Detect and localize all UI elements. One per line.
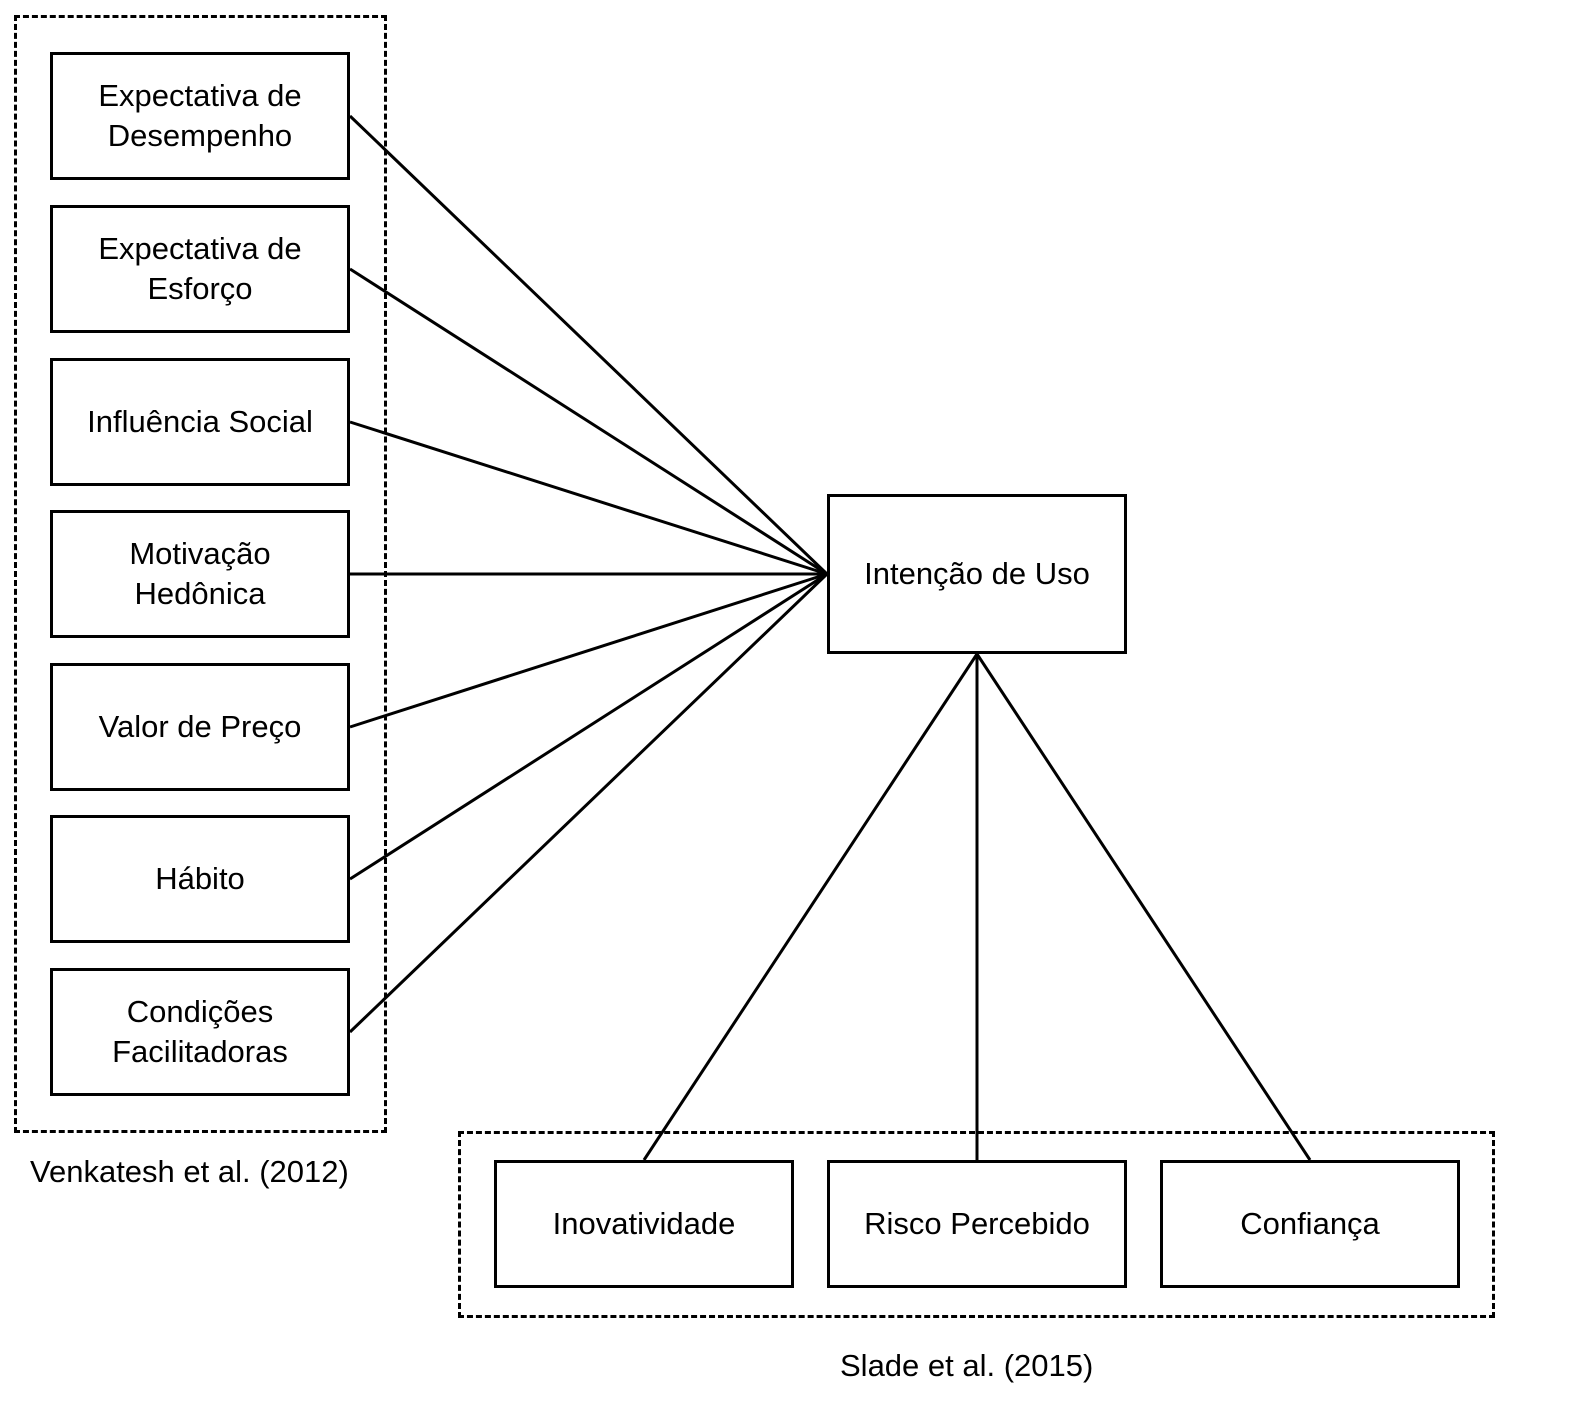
construct-label-line: Facilitadoras xyxy=(112,1034,288,1069)
construct-label-line: Condições xyxy=(126,994,274,1029)
construct-label-line: Inovatividade xyxy=(552,1206,736,1241)
construct-label-line: Confiança xyxy=(1240,1206,1380,1241)
construct-expectativa-esforco: Expectativa de Esforço xyxy=(50,205,350,333)
link-valor-preco-to-intencao-uso xyxy=(349,572,828,729)
construct-label-line: Influência Social xyxy=(87,404,313,439)
construct-label-line: Esforço xyxy=(147,271,253,306)
link-confianca-to-intencao-uso xyxy=(975,653,1312,1161)
construct-confianca: Confiança xyxy=(1160,1160,1460,1288)
construct-label-line: Expectativa de xyxy=(98,231,302,266)
construct-habito: Hábito xyxy=(50,815,350,943)
construct-label-line: Hábito xyxy=(155,861,245,896)
construct-influencia-social: Influência Social xyxy=(50,358,350,486)
construct-label-line: Expectativa de xyxy=(98,78,302,113)
link-habito-to-intencao-uso xyxy=(349,572,828,881)
link-expectativa-esforco-to-intencao-uso xyxy=(349,267,828,576)
venkatesh-caption: Venkatesh et al. (2012) xyxy=(30,1154,349,1189)
link-inovatividade-to-intencao-uso xyxy=(642,653,979,1161)
slade-caption: Slade et al. (2015) xyxy=(840,1348,1094,1383)
construct-label-line: Motivação xyxy=(129,536,271,571)
link-influencia-social-to-intencao-uso xyxy=(349,420,828,576)
construct-label-line: Intenção de Uso xyxy=(864,556,1090,591)
construct-label-line: Hedônica xyxy=(134,576,266,611)
construct-valor-preco: Valor de Preço xyxy=(50,663,350,791)
construct-expectativa-desempenho: Expectativa de Desempenho xyxy=(50,52,350,180)
construct-label-line: Risco Percebido xyxy=(864,1206,1090,1241)
construct-label-line: Valor de Preço xyxy=(98,709,302,744)
construct-inovatividade: Inovatividade xyxy=(494,1160,794,1288)
link-expectativa-desempenho-to-intencao-uso xyxy=(348,114,829,576)
construct-intencao-uso: Intenção de Uso xyxy=(827,494,1127,654)
construct-risco-percebido: Risco Percebido xyxy=(827,1160,1127,1288)
construct-label-line: Desempenho xyxy=(107,118,293,153)
venkatesh-group-frame xyxy=(14,15,387,1133)
link-condicoes-facilitadoras-to-intencao-uso xyxy=(348,572,829,1034)
slade-group-frame xyxy=(458,1131,1495,1318)
